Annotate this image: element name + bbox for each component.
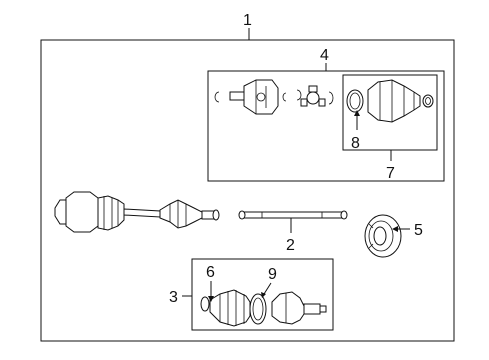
arrow-5 <box>392 226 398 232</box>
callout-1: 1 <box>243 12 252 29</box>
callout-8: 8 <box>351 135 360 152</box>
bearing <box>364 214 402 258</box>
callout-3: 3 <box>169 289 178 306</box>
callout-2: 2 <box>286 237 295 254</box>
outer-joint-kit-box <box>191 258 334 331</box>
inner-joint-kit-box <box>207 70 445 182</box>
arrow-8 <box>354 110 360 116</box>
callout-9: 9 <box>268 266 277 283</box>
axle-assembly <box>54 191 220 233</box>
intermediate-shaft <box>238 210 348 220</box>
callout-4: 4 <box>320 47 329 64</box>
outer-joint-parts <box>200 289 327 327</box>
callout-5: 5 <box>414 222 423 239</box>
callout-7: 7 <box>386 165 395 182</box>
boot-kit-parts <box>346 79 434 123</box>
arrow-6 <box>208 296 214 302</box>
inner-joint-parts <box>214 79 334 115</box>
arrow-9 <box>261 292 266 298</box>
boot-kit-box <box>342 74 438 151</box>
leader-9 <box>263 282 272 295</box>
callout-6: 6 <box>206 264 215 281</box>
assembly-frame <box>40 39 455 342</box>
